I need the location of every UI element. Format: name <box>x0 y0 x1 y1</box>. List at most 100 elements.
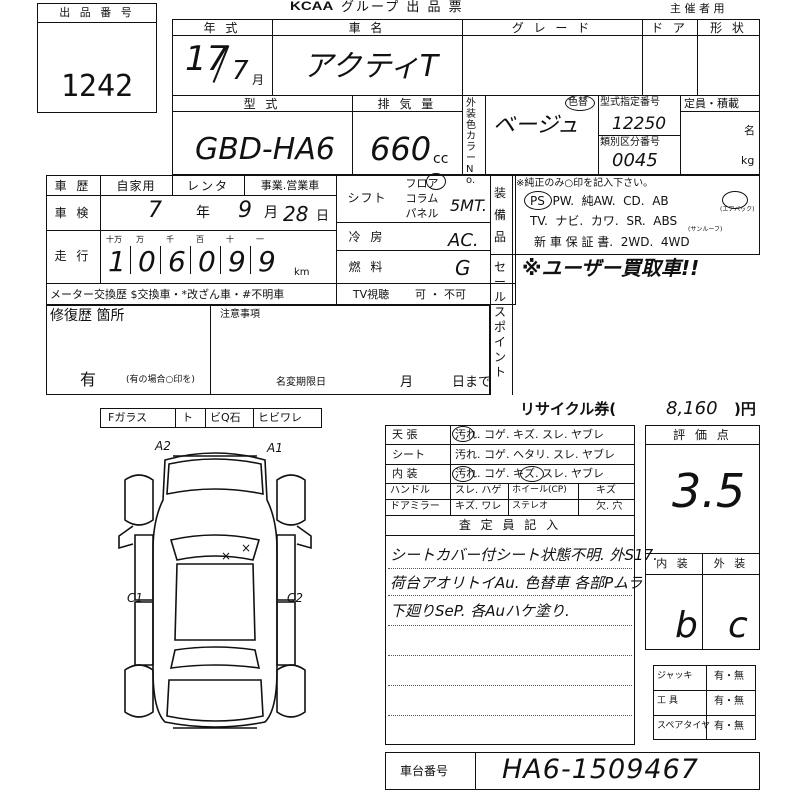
inspection-month-unit: 月 <box>264 205 278 221</box>
mileage-digit: 9 <box>228 245 246 278</box>
inspection-day: 28 <box>283 202 309 226</box>
condition-row-label: シート <box>392 448 425 461</box>
mileage-separator <box>190 246 191 274</box>
left-rear-fender <box>124 664 154 718</box>
mileage-unit-label: 十万 <box>106 235 122 244</box>
equipment-row-2: TV. ナビ. カワ. SR. ABS <box>530 214 678 228</box>
history-block <box>46 175 516 305</box>
ac-value: AC. <box>448 230 479 251</box>
inspection-day-unit: 日 <box>316 209 330 224</box>
displacement-value: 660 <box>370 130 432 168</box>
deadline-month-unit: 月 <box>400 375 414 390</box>
chassis-box <box>385 752 760 790</box>
capacity-unit-persons: 名 <box>744 124 755 137</box>
tv-value: 可 ・ 不可 <box>415 288 466 301</box>
small-row-col1: ハンドル <box>390 485 430 496</box>
right-front-fender <box>276 474 306 526</box>
inspector-line-3: 下廻りSeP. 各Auハケ塗り. <box>390 602 570 620</box>
mileage-digit: 6 <box>168 245 186 278</box>
interior-dirt-circle <box>452 466 474 482</box>
class-number-label: 類別区分番号 <box>600 137 660 148</box>
ab-circle <box>722 191 748 209</box>
mileage-separator <box>220 246 221 274</box>
meter-history: メーター交換歴 $交換車・*改ざん車・#不明車 <box>50 288 285 301</box>
org-title: グループ 出 品 票 <box>341 0 464 15</box>
capacity-unit-kg: kg <box>741 154 755 167</box>
history-option-private: 自家用 <box>116 179 156 193</box>
chassis-label: 車台番号 <box>400 764 449 778</box>
mileage-unit-label: 一 <box>256 235 264 244</box>
inspector-label: 査 定 員 記 入 <box>458 518 562 532</box>
right-front-door <box>276 534 296 601</box>
shift-circle <box>426 173 446 190</box>
accessory-label: ジャッキ <box>657 671 693 681</box>
equipment-row-3: 新 車 保 証 書. 2WD. 4WD <box>534 235 690 249</box>
right-rear-door <box>276 601 296 666</box>
accessory-value: 有・無 <box>714 671 744 682</box>
type-designation-value: 12250 <box>612 114 667 134</box>
rear-window <box>169 646 261 669</box>
shift-option-panel: パネル <box>405 207 439 220</box>
shift-value: 5MT. <box>450 196 487 215</box>
door-label: ド ア <box>651 21 688 35</box>
color-value: ベージュ <box>493 113 580 138</box>
color-label: 外装色カラーNo. <box>466 98 476 186</box>
equipment-note: ※純正のみ○印を記入下さい。 <box>516 178 654 189</box>
mark-c2: C2 <box>287 591 303 605</box>
inspector-line-1: シートカバー付シート状態不明. 外S17. <box>390 546 658 564</box>
condition-row-label: 天 張 <box>392 428 418 441</box>
month-value: 7 <box>232 56 249 86</box>
glass-option-1: ト <box>182 411 193 424</box>
lot-number-label: 出 品 番 号 <box>59 6 135 19</box>
repair-box <box>46 305 490 395</box>
inspection-year-unit: 年 <box>196 205 210 221</box>
accessories-box <box>653 665 756 740</box>
accessory-value: 有・無 <box>714 721 744 732</box>
inspection-label: 車 検 <box>54 206 92 220</box>
fuel-label: 燃 料 <box>348 260 386 274</box>
history-label: 車 歴 <box>54 179 92 193</box>
mark-x1: × <box>221 549 231 563</box>
inspection-year: 7 <box>148 198 162 223</box>
mileage-unit-label: 百 <box>196 235 204 244</box>
shape-label: 形 状 <box>710 21 747 35</box>
ps-circle <box>524 191 552 210</box>
interior-score-value: b <box>675 605 698 646</box>
recycle-label: リサイクル券( <box>520 400 617 418</box>
small-row-col2: キズ. ワレ <box>455 501 502 512</box>
history-option-rental: レンタ <box>186 179 229 193</box>
roof-outline <box>174 563 256 641</box>
ac-label: 冷 房 <box>348 230 386 244</box>
repair-note: (有の場合○印を) <box>126 375 195 385</box>
airbag-small-label: (エアバック) <box>720 206 755 213</box>
equipment-label: 装備品 <box>494 186 507 244</box>
mark-c1: C1 <box>127 591 143 605</box>
mileage-separator <box>160 246 161 274</box>
sunroof-small-label: (サンルーフ) <box>688 226 723 233</box>
car-name-value: アクティT <box>303 49 439 84</box>
glass-box <box>100 408 322 428</box>
condition-row-value: 汚れ. コゲ. キズ. スレ. ヤブレ <box>455 428 604 441</box>
left-rear-door <box>134 601 154 666</box>
glass-option-2: ビQ石 <box>210 411 241 424</box>
glass-label: Fガラス <box>108 411 148 424</box>
accessory-value: 有・無 <box>714 696 744 707</box>
accessory-label: スペアタイヤ <box>657 721 711 731</box>
inspection-month: 9 <box>238 198 252 223</box>
org-logo: KCAA <box>290 0 334 14</box>
exterior-score-value: c <box>728 605 748 646</box>
mileage-digit: 0 <box>198 245 216 278</box>
mileage-separator <box>250 246 251 274</box>
condition-table <box>385 425 635 745</box>
shift-label: シフト <box>347 191 387 205</box>
recycle-unit: )円 <box>734 400 756 418</box>
ceiling-dirt-circle <box>452 426 474 442</box>
interior-score-label: 内 装 <box>656 557 691 570</box>
displacement-label: 排 気 量 <box>377 97 437 111</box>
small-row-col1: ドアミラー <box>390 501 440 512</box>
left-front-fender <box>124 474 154 526</box>
small-row-col3: ホイール(CP) <box>512 485 567 495</box>
left-front-door <box>134 534 154 601</box>
class-number-value: 0045 <box>612 150 658 171</box>
car-damage-diagram: A2 A1 × × C1 C2 <box>118 440 312 729</box>
